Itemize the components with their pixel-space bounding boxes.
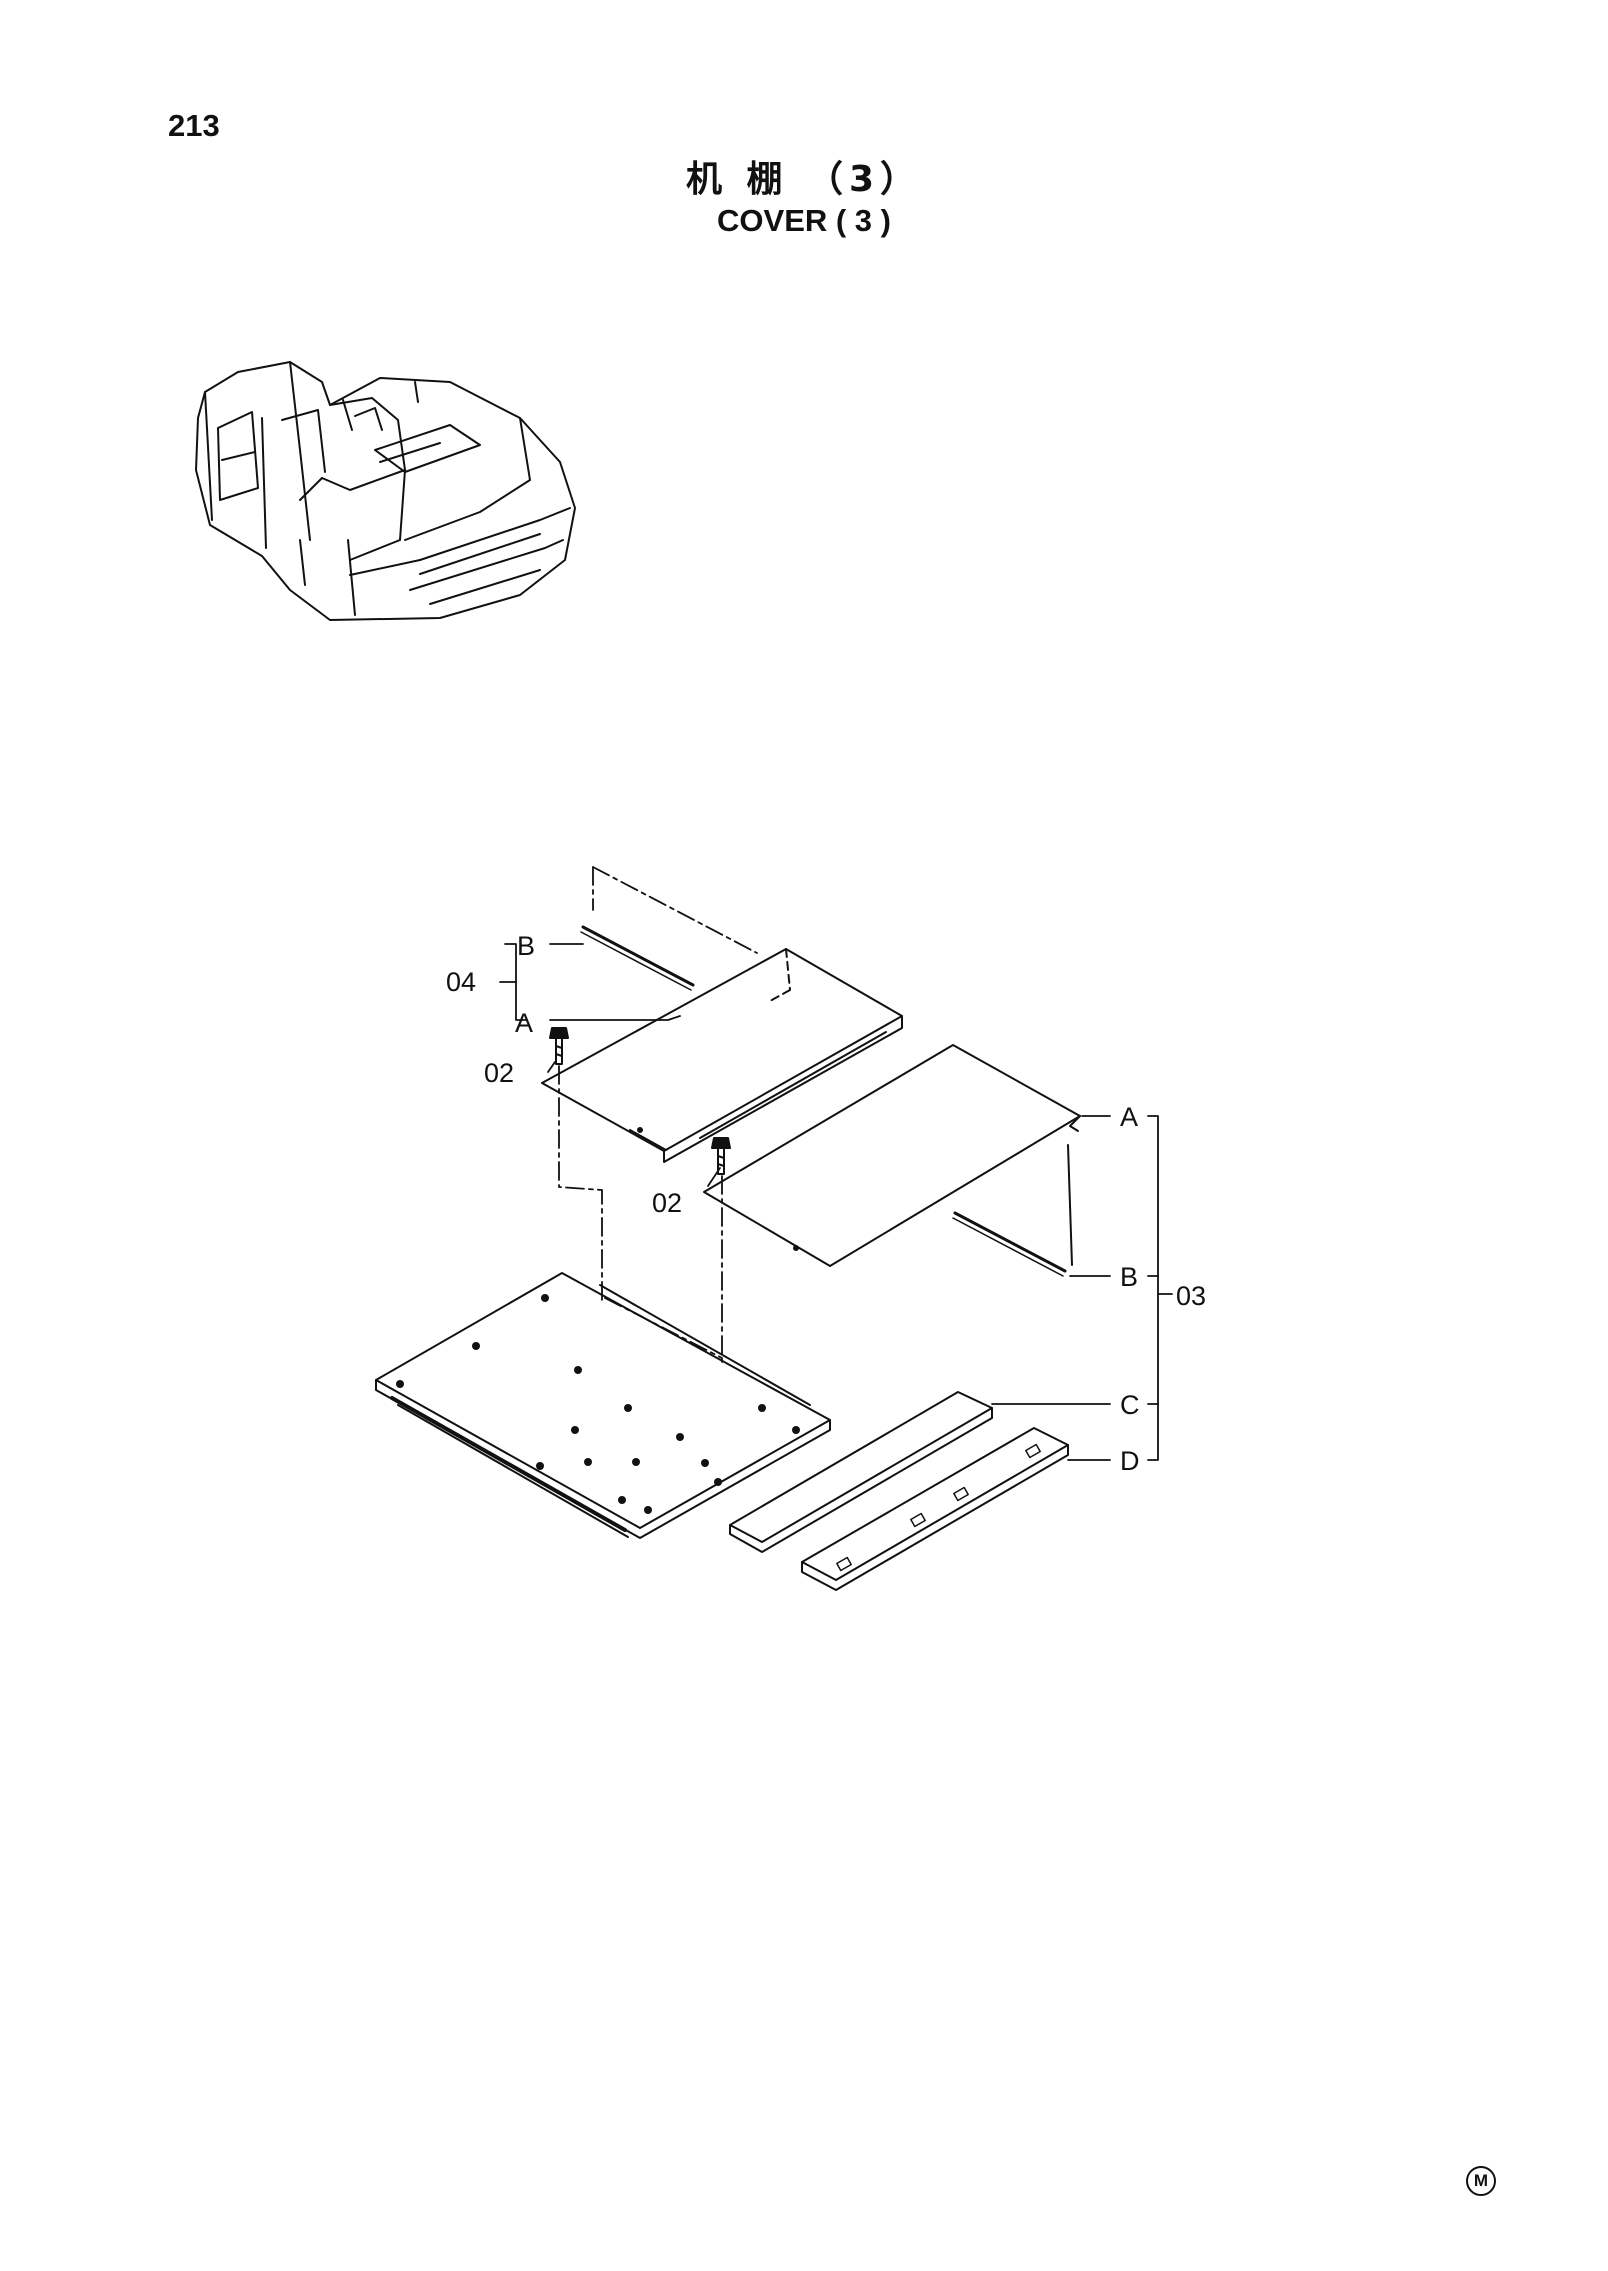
bolt-02-right — [711, 1137, 731, 1175]
callout-03-c: C — [1120, 1390, 1140, 1420]
cover-plate-03-a — [703, 1044, 1081, 1267]
pad-03-c — [729, 1391, 993, 1553]
callout-02-left: 02 — [484, 1058, 515, 1088]
callout-03: 03 — [1176, 1281, 1207, 1311]
assembly-dashed-lines — [558, 866, 758, 1363]
m-mark-icon: M — [1466, 2166, 1496, 2196]
cover-plate-04-a — [541, 948, 903, 1163]
title-english: COVER ( 3 ) — [717, 203, 891, 238]
floor-plate — [375, 1272, 831, 1539]
callout-04-b: B — [517, 931, 536, 961]
callout-leader-lines — [499, 943, 1173, 1461]
callout-02-right: 02 — [652, 1188, 683, 1218]
seal-strip-03-b — [952, 1144, 1073, 1277]
pad-03-d — [801, 1427, 1069, 1591]
callout-04-a: A — [515, 1008, 534, 1038]
bolt-02-left — [549, 1027, 569, 1065]
page-number: 213 — [168, 108, 220, 143]
callout-03-a: A — [1120, 1102, 1139, 1132]
callout-04: 04 — [446, 967, 477, 997]
callout-03-d: D — [1120, 1446, 1140, 1476]
callout-03-b: B — [1120, 1262, 1139, 1292]
excavator-locator-illustration — [195, 361, 576, 621]
seal-strip-04-b — [580, 925, 695, 991]
title-chinese: 机 棚 （3） — [685, 159, 923, 200]
